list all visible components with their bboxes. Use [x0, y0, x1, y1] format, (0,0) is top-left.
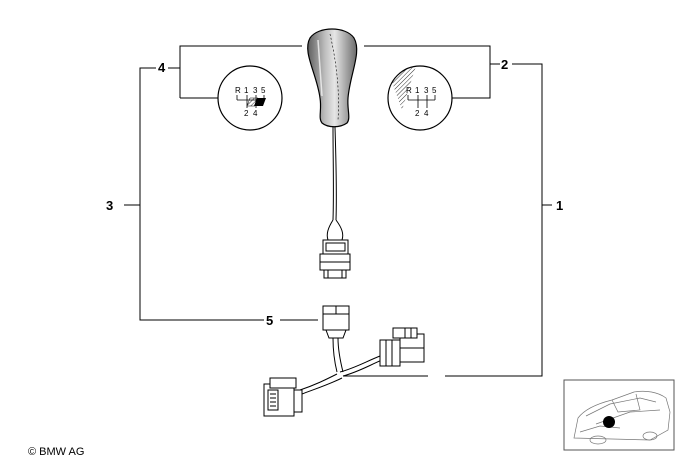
connector-left [263, 377, 303, 417]
shift-left-4: 4 [253, 109, 258, 118]
callout-3: 3 [106, 198, 113, 213]
shift-right-r: R [406, 86, 412, 95]
leader-top-bracket-right [364, 45, 491, 99]
shift-left-1: 1 [244, 86, 249, 95]
car-outline-icon [573, 390, 671, 445]
shift-right-5: 5 [432, 86, 437, 95]
gear-knob [307, 28, 358, 128]
leader-lines [124, 45, 552, 377]
copyright-text: © BMW AG [28, 446, 85, 458]
shift-left-5: 5 [261, 86, 266, 95]
knob-cable [326, 126, 344, 241]
vehicle-location-thumbnail [563, 379, 675, 451]
shift-right-1: 1 [415, 86, 420, 95]
callout-4: 4 [158, 60, 166, 75]
leader-top-bracket [179, 45, 302, 98]
connector-right [379, 327, 425, 367]
callout-2: 2 [501, 57, 508, 72]
shift-left-r: R [235, 86, 241, 95]
shift-emblem-left: R 1 3 5 2 4 [217, 65, 283, 131]
adapter-lead [263, 305, 428, 417]
shift-emblem-right: R 1 3 5 2 4 [387, 65, 453, 131]
shift-left-2: 2 [244, 109, 249, 118]
emblem-hatched-edge [392, 66, 416, 110]
m-logo-icon [246, 97, 266, 107]
shift-left-3: 3 [253, 86, 258, 95]
gear-knob-stitch [329, 33, 339, 121]
callout-1: 1 [556, 198, 563, 213]
shift-right-3: 3 [424, 86, 429, 95]
callout-5: 5 [266, 313, 273, 328]
gear-knob-highlight [317, 39, 323, 97]
shift-right-4: 4 [424, 109, 429, 118]
shift-right-2: 2 [415, 109, 420, 118]
knob-connector [319, 239, 351, 279]
leader-1 [445, 63, 543, 377]
leader-3 [139, 67, 264, 321]
gear-knob-body [307, 28, 358, 128]
location-marker-icon [603, 416, 615, 428]
